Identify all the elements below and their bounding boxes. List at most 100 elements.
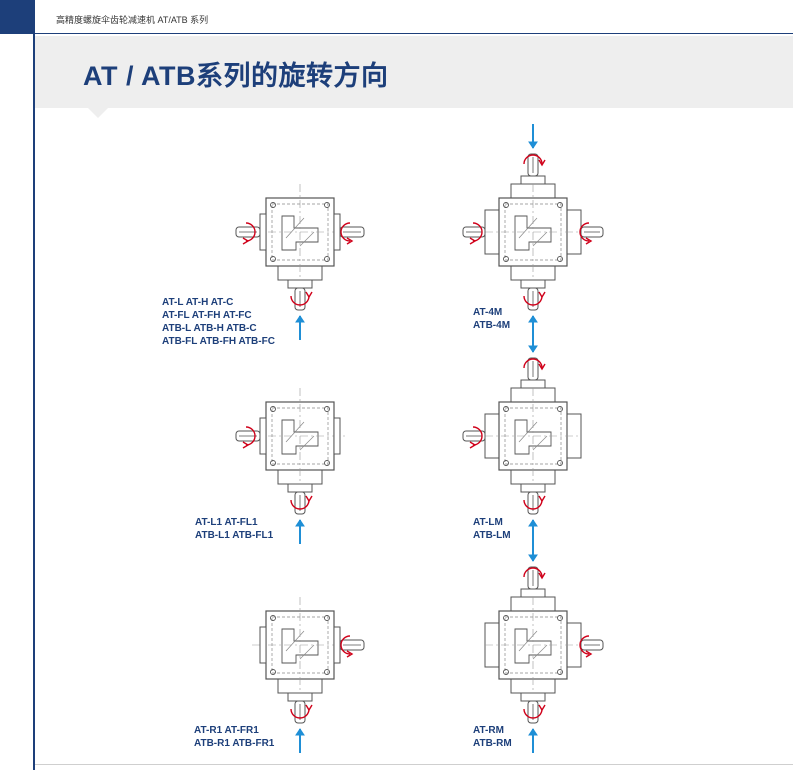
gear-outline: [514, 628, 552, 664]
bolt-mark: [557, 256, 563, 262]
header-rule: [35, 33, 793, 34]
bolt-mark: [503, 615, 509, 621]
label-at-l1: AT-L1 AT-FL1 ATB-L1 ATB-FL1: [195, 516, 273, 542]
gear-outline: [514, 215, 552, 251]
label-line: AT-L1 AT-FL1: [195, 517, 258, 528]
rotation-arrow: [340, 635, 351, 655]
bolt-mark: [503, 256, 509, 262]
side-plate: [259, 213, 267, 251]
flange-step: [287, 692, 313, 702]
flange-step: [287, 279, 313, 289]
input-arrowhead: [528, 315, 538, 323]
label-line: AT-L AT-H AT-C: [162, 297, 234, 308]
diagram-at-rm: [484, 537, 604, 753]
diagram-at-4m: [462, 124, 604, 340]
bolt-mark: [324, 669, 330, 675]
gear-outline: [281, 215, 319, 251]
rotation-arrowhead: [538, 291, 546, 299]
input-arrowhead: [528, 554, 538, 562]
input-arrowhead: [295, 519, 305, 527]
flange-step: [520, 692, 546, 702]
flange-step: [520, 175, 546, 185]
label-line: AT-R1 AT-FR1: [194, 725, 259, 736]
rotation-arrowhead: [538, 159, 546, 167]
diagram-at-l1: [235, 388, 348, 544]
input-arrowhead: [528, 519, 538, 527]
header-brand-block: [0, 0, 35, 34]
rotation-arrowhead: [305, 291, 313, 299]
rotation-arrow: [472, 222, 483, 242]
label-at-l: AT-L AT-H AT-C AT-FL AT-FH AT-FC ATB-L A…: [162, 296, 275, 348]
side-plate: [333, 417, 341, 455]
diagram-at-l: [235, 184, 365, 340]
bolt-mark: [557, 202, 563, 208]
rotation-arrowhead: [585, 650, 593, 658]
left-margin-line: [33, 34, 35, 770]
rotation-arrow: [523, 499, 543, 510]
gear-teeth: [518, 217, 548, 247]
bolt-mark: [324, 615, 330, 621]
input-arrowhead: [295, 728, 305, 736]
label-line: ATB-LM: [473, 530, 511, 541]
bolt-mark: [557, 406, 563, 412]
label-at-rm: AT-RM ATB-RM: [473, 724, 512, 750]
rotation-arrow: [523, 295, 543, 306]
flange-step: [287, 483, 313, 493]
label-line: AT-FL AT-FH AT-FC: [162, 310, 252, 321]
label-line: AT-RM: [473, 725, 504, 736]
rotation-arrowhead: [538, 572, 546, 580]
rotation-arrow: [523, 154, 543, 165]
rotation-arrowhead: [538, 363, 546, 371]
rotation-arrow: [245, 222, 256, 242]
bottom-rule: [35, 764, 793, 765]
page-title: AT / ATB系列的旋转方向: [83, 61, 389, 91]
flange-step: [520, 379, 546, 389]
rotation-arrow: [523, 567, 543, 578]
bolt-mark: [324, 406, 330, 412]
bolt-mark: [270, 460, 276, 466]
label-line: ATB-FL ATB-FH ATB-FC: [162, 336, 275, 347]
label-line: ATB-L1 ATB-FL1: [195, 530, 274, 541]
header-bar: 高精度螺旋伞齿轮减速机 AT/ATB 系列: [0, 0, 793, 34]
bolt-mark: [503, 202, 509, 208]
rotation-arrow: [579, 222, 590, 242]
rotation-arrowhead: [242, 441, 250, 449]
gear-teeth: [285, 630, 315, 660]
input-arrowhead: [528, 345, 538, 353]
label-line: ATB-4M: [473, 320, 511, 331]
bolt-mark: [270, 256, 276, 262]
rotation-arrowhead: [305, 704, 313, 712]
label-at-4m: AT-4M ATB-4M: [473, 306, 510, 332]
rotation-arrow: [290, 295, 310, 306]
rotation-arrow: [579, 635, 590, 655]
gear-teeth: [518, 630, 548, 660]
input-arrowhead: [528, 141, 538, 149]
flange-step: [520, 279, 546, 289]
side-plate: [333, 626, 341, 664]
bolt-mark: [324, 256, 330, 262]
label-line: AT-LM: [473, 517, 503, 528]
input-arrowhead: [528, 728, 538, 736]
bolt-mark: [324, 202, 330, 208]
gear-teeth: [518, 421, 548, 451]
rotation-arrow: [290, 708, 310, 719]
rotation-arrowhead: [346, 650, 354, 658]
bolt-mark: [270, 669, 276, 675]
bolt-mark: [503, 669, 509, 675]
diagram-at-r1: [252, 597, 365, 753]
rotation-arrowhead: [469, 237, 477, 245]
label-at-lm: AT-LM ATB-LM: [473, 516, 511, 542]
side-plate: [259, 626, 267, 664]
title-notch: [88, 108, 108, 118]
bolt-mark: [270, 202, 276, 208]
bolt-mark: [270, 406, 276, 412]
bolt-mark: [557, 460, 563, 466]
rotation-arrow: [290, 499, 310, 510]
rotation-arrowhead: [469, 441, 477, 449]
label-line: AT-4M: [473, 307, 503, 318]
bolt-mark: [503, 406, 509, 412]
rotation-arrow: [472, 426, 483, 446]
input-arrowhead: [295, 315, 305, 323]
flange-step: [520, 588, 546, 598]
